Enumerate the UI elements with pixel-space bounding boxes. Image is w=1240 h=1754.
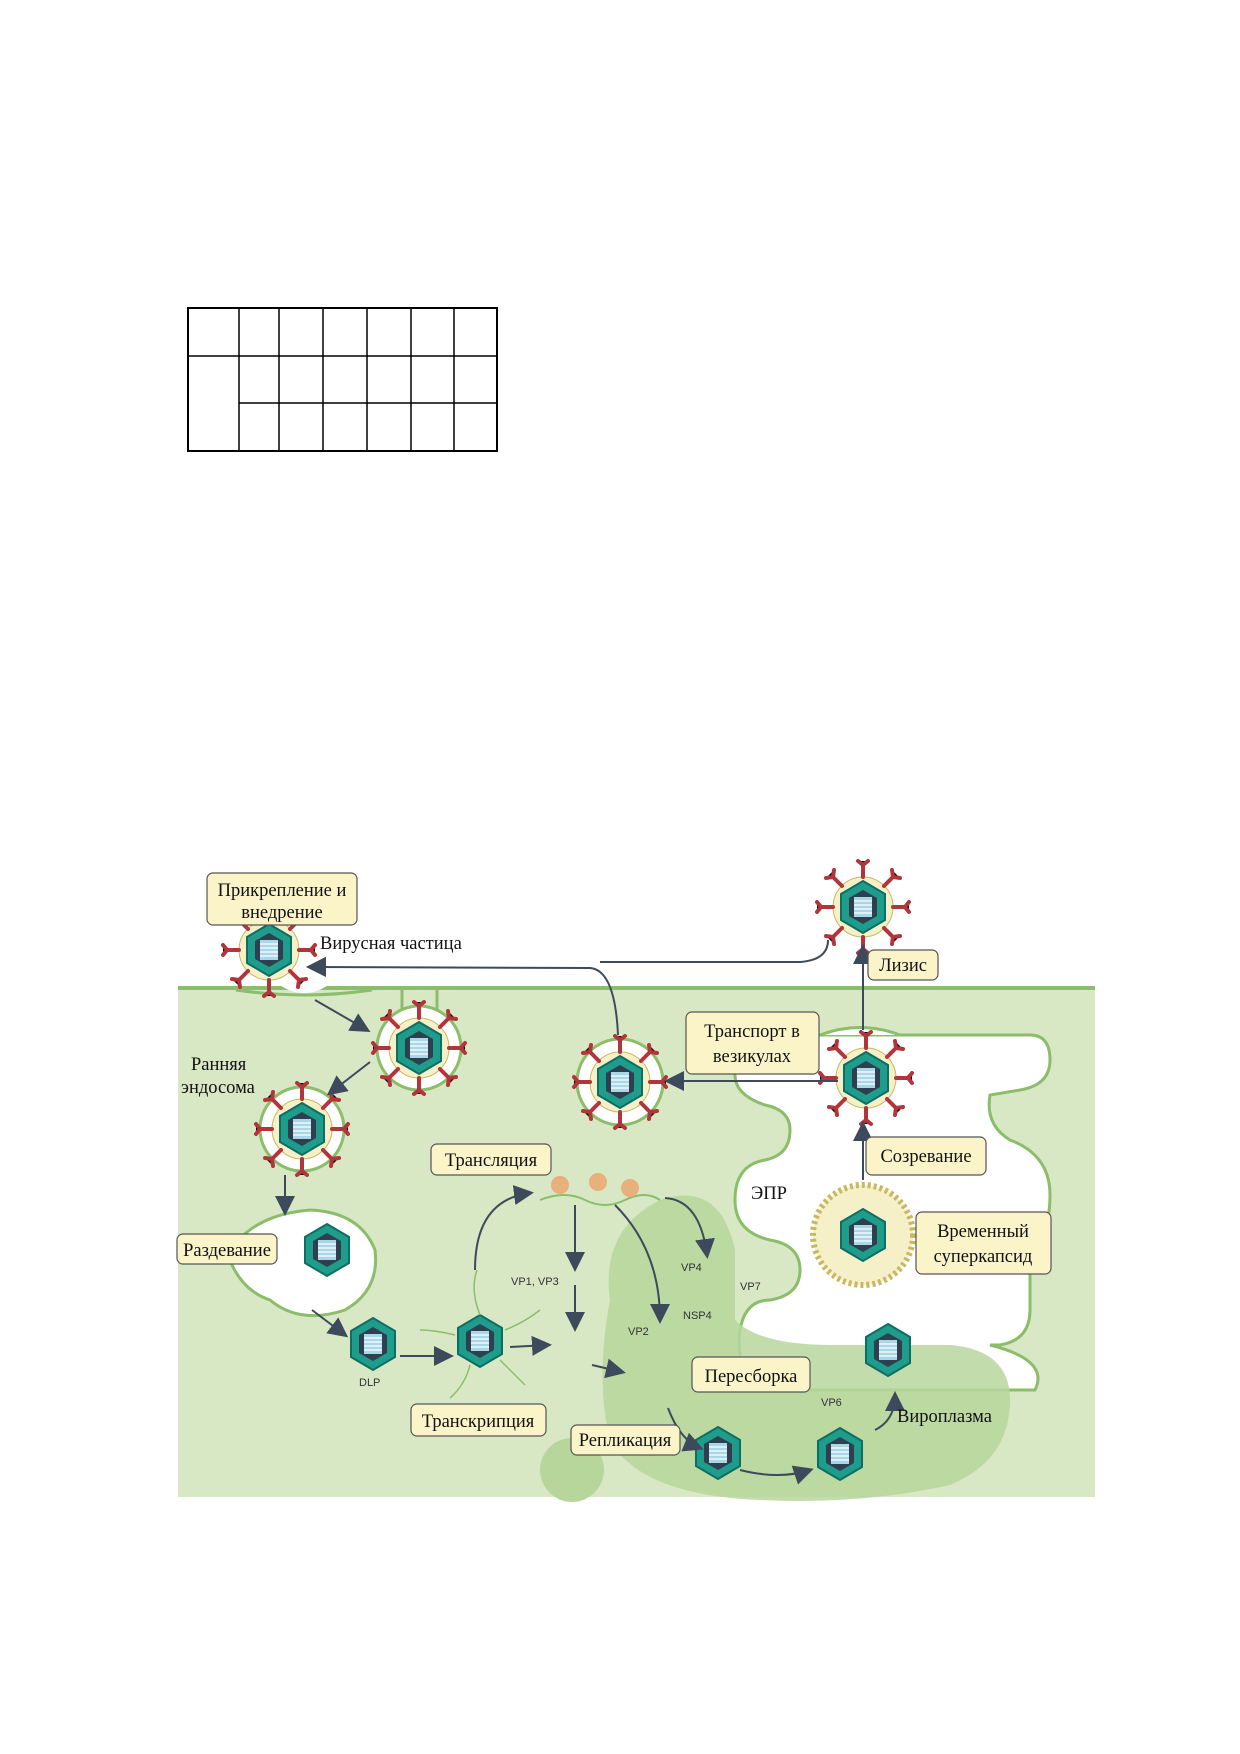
- attach-label-line2: внедрение: [241, 903, 323, 923]
- temp-envelope-label-box: [915, 1211, 1052, 1275]
- empty-grid-table: [187, 307, 498, 452]
- virion-mature: [818, 1030, 914, 1126]
- translation-label-box: [430, 1143, 552, 1176]
- virion-early-endosome: [254, 1081, 350, 1177]
- transcription-label: Транскрипция: [422, 1412, 535, 1432]
- virion-label: Вирусная частица: [320, 934, 462, 954]
- viroplasm-label: Вироплазма: [897, 1407, 992, 1427]
- reassembly-label-box: [691, 1356, 811, 1393]
- transcription-label-box: [410, 1403, 547, 1437]
- attach-label-line1: Прикрепление и: [218, 881, 347, 901]
- er-label: ЭПР: [751, 1184, 787, 1204]
- viroplasm-region: [602, 1195, 1010, 1501]
- replication-label: Репликация: [579, 1431, 672, 1451]
- reassembly-label: Пересборка: [705, 1367, 798, 1387]
- transport-label-line2: везикулах: [713, 1047, 792, 1067]
- uncoating-label: Раздевание: [183, 1241, 271, 1261]
- uncoating-label-box: [176, 1233, 278, 1265]
- nsp4-label: NSP4: [683, 1310, 712, 1322]
- replication-label-box: [570, 1424, 681, 1456]
- dlp-label: DLP: [359, 1377, 380, 1389]
- temp-envelope-label-line2: суперкапсид: [934, 1247, 1033, 1267]
- temp-envelope-label-line1: Временный: [937, 1222, 1029, 1242]
- attach-label-box: [206, 872, 358, 926]
- virion-released: [815, 859, 911, 955]
- vp4-label: VP4: [681, 1262, 702, 1274]
- virion-vesicle-transport: [572, 1034, 668, 1130]
- early-endosome-label-line2: эндосома: [181, 1078, 255, 1098]
- transport-label-box: [685, 1011, 820, 1075]
- transport-label-line1: Транспорт в: [704, 1022, 800, 1042]
- early-endosome-label-line1: Ранняя: [191, 1055, 247, 1075]
- vp6-label: VP6: [821, 1397, 842, 1409]
- lysis-label-box: [867, 949, 939, 981]
- maturation-label-box: [865, 1136, 987, 1176]
- translation-label: Трансляция: [445, 1151, 538, 1171]
- virion-endocytosed: [371, 1000, 467, 1096]
- vp7-label: VP7: [740, 1281, 761, 1293]
- lysis-label: Лизис: [879, 956, 927, 976]
- vp2-label: VP2: [628, 1326, 649, 1338]
- vp1-vp3-label: VP1, VP3: [511, 1276, 559, 1288]
- maturation-label: Созревание: [880, 1147, 971, 1167]
